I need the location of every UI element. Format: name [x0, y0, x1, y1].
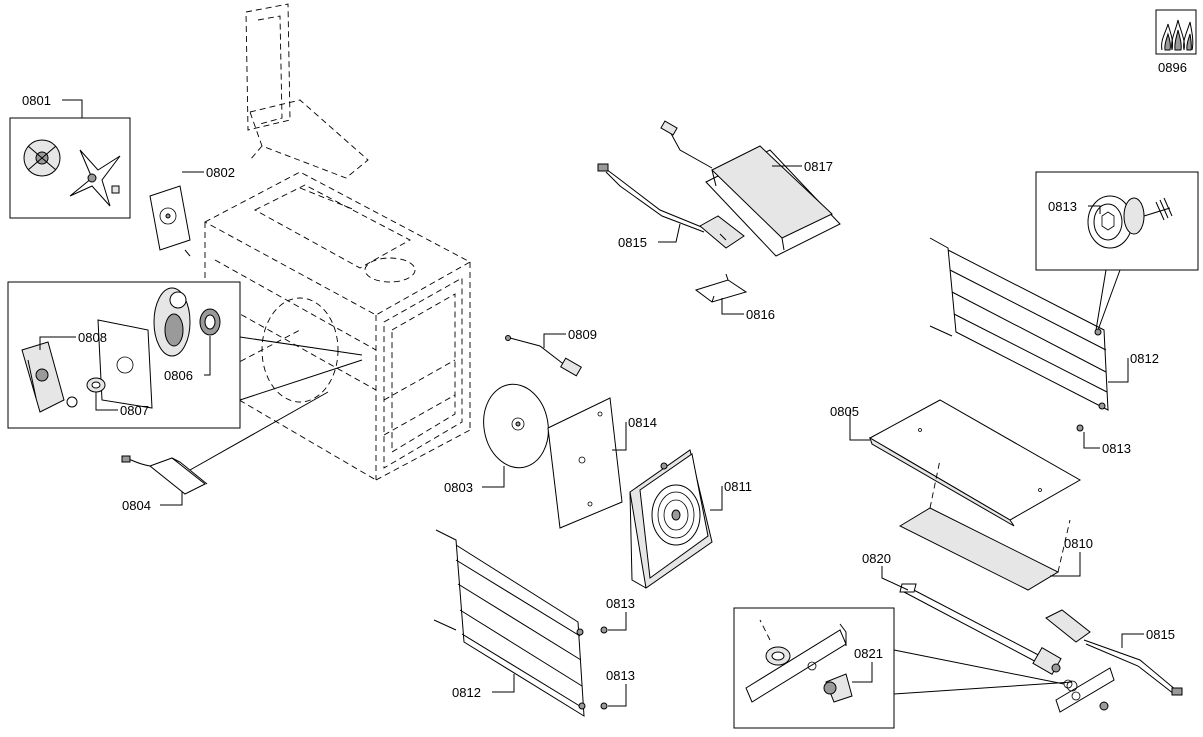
label-0820: 0820 — [862, 551, 891, 566]
label-0813-inset: 0813 — [1048, 199, 1077, 214]
leader-inset-to-tube — [893, 649, 1065, 685]
wire-cable-right — [1045, 609, 1183, 696]
leader-0815-top — [658, 223, 681, 243]
label-0802: 0802 — [206, 165, 235, 180]
label-0807: 0807 — [120, 403, 149, 418]
rear-panel — [547, 397, 623, 529]
heating-tube — [899, 583, 1062, 675]
leader-0801 — [62, 99, 83, 118]
nut-icon — [111, 185, 120, 194]
leader-0808 — [39, 336, 76, 350]
leader-0811 — [710, 486, 723, 511]
motor-inset-box — [9, 117, 131, 219]
leader-0804-to-cavity — [189, 391, 329, 471]
label-0812-right: 0812 — [1130, 351, 1159, 366]
leader-inset-to-rack — [1095, 269, 1107, 331]
leader-0809 — [543, 333, 566, 348]
label-0810: 0810 — [1064, 536, 1093, 551]
leader-0805 — [849, 410, 870, 441]
insulation-sheet — [898, 459, 1071, 591]
mounting-clip — [694, 273, 748, 303]
label-0816: 0816 — [746, 307, 775, 322]
label-0806: 0806 — [164, 368, 193, 383]
fan-motor-icon — [23, 139, 61, 177]
leader-0813-right — [1083, 432, 1100, 449]
label-0809: 0809 — [568, 327, 597, 342]
leader-0812-right — [1108, 358, 1129, 383]
lamp-assembly-inset — [7, 281, 241, 429]
label-0813-mid-upper: 0813 — [606, 596, 635, 611]
leader-0813-mid-upper — [608, 612, 627, 631]
shelf-rack-right — [929, 237, 1109, 411]
fan-disk-cover — [483, 383, 549, 469]
lamp-plate — [97, 319, 153, 409]
label-0803: 0803 — [444, 480, 473, 495]
leader-0812-bottom — [492, 674, 515, 693]
label-0808: 0808 — [78, 330, 107, 345]
knob-screw-icon — [1087, 195, 1173, 249]
label-0815-top: 0815 — [618, 235, 647, 250]
flame-symbol-box — [1155, 9, 1197, 55]
oven-cavity-housing — [204, 3, 471, 481]
label-0815-right: 0815 — [1146, 627, 1175, 642]
label-0804: 0804 — [122, 498, 151, 513]
label-0812-bottom: 0812 — [452, 685, 481, 700]
leader-0806 — [204, 336, 211, 376]
label-0896: 0896 — [1158, 60, 1187, 75]
label-0813-mid-lower: 0813 — [606, 668, 635, 683]
label-0801: 0801 — [22, 93, 51, 108]
leader-0814 — [612, 422, 627, 451]
leader-inset-to-cavity-2 — [239, 359, 363, 401]
leader-inset-to-rack-2 — [1097, 269, 1121, 331]
shelf-rack-left — [433, 529, 586, 717]
label-0811: 0811 — [724, 479, 752, 494]
fan-cover-plate — [149, 185, 191, 257]
fan-blade-icon — [69, 149, 121, 207]
rack-screw-right — [1076, 424, 1084, 432]
screw-inset-box — [1035, 171, 1199, 271]
bottom-plate — [868, 399, 1082, 527]
lamp-bracket-inset — [733, 607, 895, 729]
rack-screw-upper — [600, 626, 608, 634]
rack-screw-lower — [600, 702, 608, 710]
leader-0803 — [482, 466, 505, 488]
leader-0813-inset — [1088, 205, 1101, 214]
leader-0821 — [852, 662, 873, 683]
lamp-seal-ring — [1063, 679, 1073, 689]
leader-0820 — [881, 566, 909, 591]
fan-housing — [629, 449, 713, 589]
label-0813-right: 0813 — [1102, 441, 1131, 456]
leader-0813-mid-lower — [608, 684, 627, 707]
label-0817: 0817 — [804, 159, 833, 174]
temperature-sensor — [505, 335, 582, 377]
wire-cable-top — [597, 163, 745, 249]
leader-0815-right — [1121, 633, 1144, 648]
leader-0810 — [1050, 552, 1081, 577]
label-0821: 0821 — [854, 646, 883, 661]
leader-0804 — [160, 492, 183, 506]
heating-element-box — [660, 120, 841, 257]
leader-0807 — [95, 392, 118, 411]
label-0814: 0814 — [628, 415, 657, 430]
door-switch-connector — [121, 455, 208, 495]
leader-inset-to-tube-2 — [893, 681, 1073, 695]
leader-inset-to-cavity — [239, 336, 363, 356]
label-0805: 0805 — [830, 404, 859, 419]
leader-0816 — [721, 298, 744, 315]
mounting-bracket — [1055, 667, 1115, 713]
